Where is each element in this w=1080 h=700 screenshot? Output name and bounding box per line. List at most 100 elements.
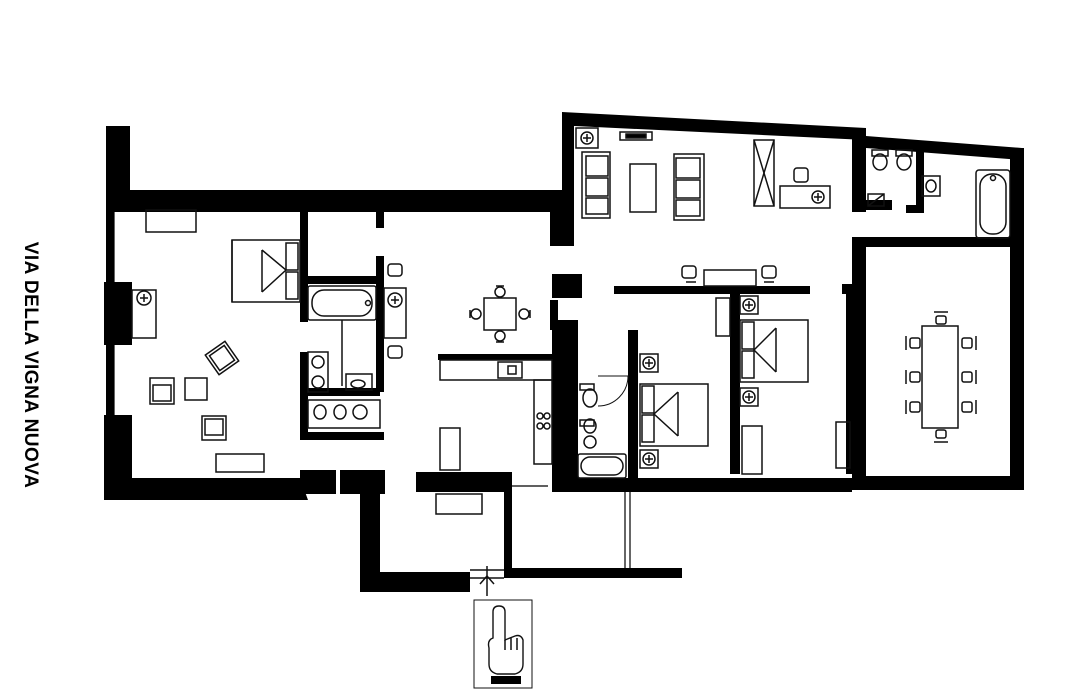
chair — [387, 263, 403, 277]
wardrobe — [835, 421, 851, 469]
fireplace-icon — [639, 449, 659, 469]
dining-table-small — [469, 285, 531, 343]
wall — [628, 330, 638, 480]
wall — [614, 286, 810, 294]
armchair — [149, 377, 175, 405]
wall — [104, 282, 132, 345]
shower — [867, 193, 885, 207]
wall — [916, 150, 924, 212]
desk — [779, 167, 831, 209]
toilet — [871, 149, 889, 171]
wall — [300, 352, 308, 438]
kitchen — [435, 285, 553, 515]
bidet — [579, 418, 597, 434]
bedroom-left — [131, 209, 301, 473]
wall — [438, 354, 552, 360]
chair — [905, 370, 921, 384]
wall — [846, 294, 856, 474]
chair — [905, 400, 921, 414]
cabinet — [215, 453, 265, 473]
chair — [934, 311, 948, 325]
wall — [552, 478, 852, 492]
wall — [308, 276, 376, 284]
chair — [961, 370, 977, 384]
windows — [109, 212, 820, 568]
door-swing — [597, 375, 629, 407]
wardrobe — [741, 425, 763, 475]
wall — [550, 190, 574, 246]
counter — [439, 359, 553, 381]
chair — [961, 336, 977, 350]
chair — [387, 345, 403, 359]
wall — [550, 300, 558, 330]
armchair-seat — [204, 418, 224, 436]
fireplace-icon — [639, 353, 659, 373]
fireplace-icon — [131, 289, 157, 339]
bathtub — [577, 453, 627, 479]
fireplace-icon — [739, 295, 759, 315]
toilet — [579, 383, 598, 408]
wall — [300, 212, 308, 322]
sofa — [581, 151, 611, 219]
chair — [934, 429, 948, 443]
bathroom-left — [307, 263, 407, 429]
wall — [416, 472, 512, 492]
wall — [360, 490, 380, 590]
double-bed — [639, 383, 709, 447]
armchair — [204, 340, 240, 376]
bathroom-right — [867, 149, 1011, 239]
chair — [961, 400, 977, 414]
double-bed — [231, 239, 301, 303]
coffee-table — [629, 163, 657, 213]
wall — [852, 136, 866, 212]
wall — [852, 237, 1024, 247]
wall — [552, 274, 582, 298]
counter — [533, 379, 553, 465]
shelf — [435, 493, 483, 515]
wall — [300, 470, 336, 494]
living-room — [575, 127, 831, 221]
walls — [104, 112, 1024, 592]
dining-room — [905, 311, 977, 443]
wall — [300, 432, 384, 440]
wall — [104, 478, 308, 500]
bathroom-middle — [577, 383, 627, 479]
table — [439, 427, 461, 471]
dining-table — [921, 325, 959, 429]
fireplace-icon — [739, 387, 759, 407]
wall — [360, 572, 470, 592]
wall — [906, 205, 924, 213]
wall — [730, 294, 740, 474]
corridor-console — [681, 265, 777, 287]
bathtub — [975, 169, 1011, 239]
wall — [376, 212, 384, 228]
fireplace-icon — [575, 127, 599, 149]
chair — [905, 336, 921, 350]
armchair-seat — [152, 384, 172, 402]
wall — [842, 284, 854, 294]
entrance — [470, 566, 533, 689]
double-bed — [739, 319, 809, 383]
bedroom-middle — [597, 297, 731, 469]
wall — [552, 320, 578, 490]
wall — [866, 136, 1022, 160]
wardrobe — [145, 209, 197, 233]
wall — [1010, 245, 1024, 490]
wardrobe — [715, 297, 731, 337]
bookshelf — [753, 139, 775, 207]
wall — [562, 112, 866, 220]
fireplace-icon — [383, 287, 407, 339]
bidet — [307, 351, 329, 393]
kitchen-sink — [497, 361, 523, 379]
wall — [106, 190, 560, 212]
sink — [921, 175, 941, 197]
stove — [536, 412, 551, 430]
bedroom-right — [739, 295, 851, 475]
wall — [504, 568, 682, 578]
wall — [852, 200, 892, 210]
wall — [376, 256, 384, 392]
toilet — [345, 373, 373, 391]
wall — [308, 388, 380, 396]
side-table — [184, 377, 208, 401]
